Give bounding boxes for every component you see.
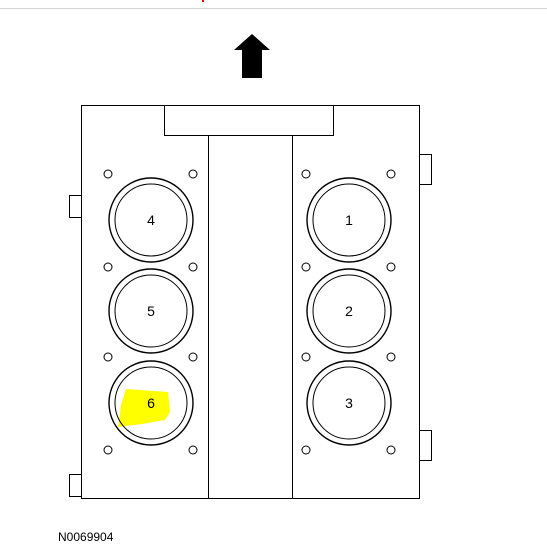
bolt-hole-7 <box>188 352 198 362</box>
bolt-hole-2 <box>103 262 113 272</box>
bolt-hole-3 <box>103 352 113 362</box>
cylinder-6-highlight <box>118 389 170 427</box>
cylinder-5: 5 <box>108 268 194 354</box>
bolt-hole-1 <box>103 169 113 179</box>
figure-id: N0069904 <box>58 530 114 544</box>
cylinder-5-label: 5 <box>147 303 155 319</box>
right-lower-tab <box>419 430 432 461</box>
bolt-hole-8 <box>188 445 198 455</box>
cylinder-1-label: 1 <box>345 212 353 228</box>
bolt-hole-16 <box>386 445 396 455</box>
bolt-hole-4 <box>103 445 113 455</box>
bolt-hole-15 <box>386 352 396 362</box>
cylinder-3: 3 <box>306 360 392 446</box>
bolt-hole-9 <box>301 169 311 179</box>
left-upper-tab <box>69 195 82 218</box>
cylinder-2: 2 <box>306 268 392 354</box>
cylinder-4: 4 <box>108 177 194 263</box>
head-bolt-holes <box>103 169 396 455</box>
bolt-hole-5 <box>188 169 198 179</box>
bolt-hole-13 <box>386 169 396 179</box>
arrow-up-icon <box>234 34 270 78</box>
cylinder-1: 1 <box>306 177 392 263</box>
bolt-hole-14 <box>386 262 396 272</box>
cylinder-4-label: 4 <box>147 212 155 228</box>
right-upper-tab <box>419 154 432 185</box>
bolt-hole-6 <box>188 262 198 272</box>
bolt-hole-12 <box>301 445 311 455</box>
bolt-hole-10 <box>301 262 311 272</box>
left-lower-tab <box>69 474 82 497</box>
cylinder-2-label: 2 <box>345 303 353 319</box>
cylinder-6: 6 <box>108 360 194 446</box>
front-cover-tab <box>164 105 334 136</box>
bolt-hole-11 <box>301 352 311 362</box>
cylinder-6-label: 6 <box>147 395 155 411</box>
header-mark <box>202 0 204 2</box>
cylinder-3-label: 3 <box>345 395 353 411</box>
